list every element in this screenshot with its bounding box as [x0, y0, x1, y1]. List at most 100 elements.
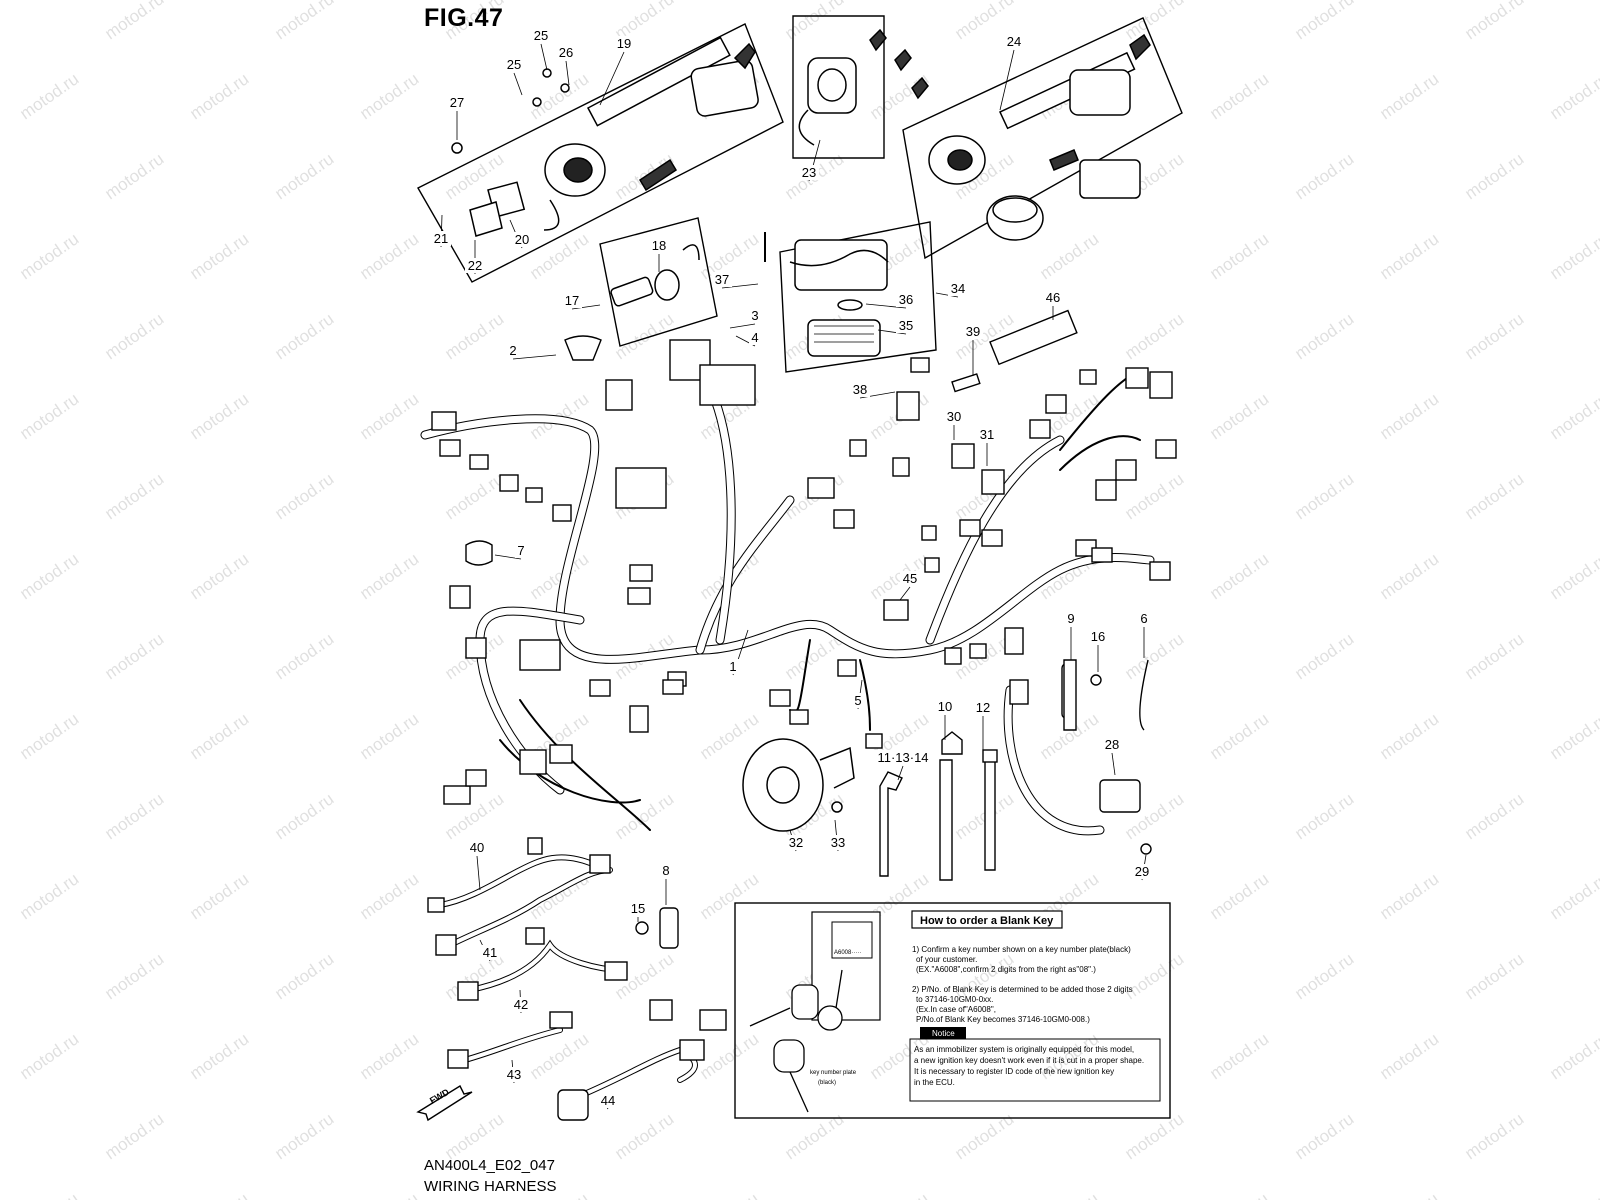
- callout-11·13·14: 11·13·14: [877, 750, 928, 765]
- key-drawing: [749, 969, 843, 1113]
- callout-bg: [562, 293, 582, 308]
- callout-28: 28: [1105, 737, 1119, 752]
- callout-37: 37: [715, 272, 729, 287]
- callout-bg: [749, 308, 761, 323]
- callout-bg: [431, 231, 451, 246]
- callout-bg: [480, 945, 500, 960]
- watermark-text: motod.ru: [1291, 309, 1357, 363]
- callout-bg: [852, 693, 864, 708]
- diagram-code: AN400L4_E02_047: [424, 1157, 555, 1174]
- callout-bg: [447, 95, 467, 110]
- ignition-switch-drawing: [451, 36, 759, 237]
- watermark-text: motod.ru: [16, 1029, 82, 1083]
- watermark-text: motod.ru: [1206, 1189, 1272, 1200]
- callout-22: 22: [468, 258, 482, 273]
- callout-bg: [727, 659, 739, 674]
- watermark-text: motod.ru: [1291, 789, 1357, 843]
- callout-bg: [614, 36, 634, 51]
- callout-bg: [467, 840, 487, 855]
- watermark-text: motod.ru: [1376, 1189, 1442, 1200]
- callout-15: 15: [631, 901, 645, 916]
- watermark-text: motod.ru: [1121, 309, 1187, 363]
- callout-bg: [944, 409, 964, 424]
- watermark-text: motod.ru: [101, 949, 167, 1003]
- callout-36: 36: [899, 292, 913, 307]
- callout-16: 16: [1091, 629, 1105, 644]
- watermark-text: motod.ru: [866, 549, 932, 603]
- callout-bg: [660, 863, 672, 878]
- callout-leader: [565, 60, 570, 86]
- watermark-text: motod.ru: [1546, 549, 1600, 603]
- watermark-text: motod.ru: [696, 869, 762, 923]
- watermark-text: motod.ru: [271, 149, 337, 203]
- watermark-text: motod.ru: [611, 789, 677, 843]
- watermark-text: motod.ru: [526, 69, 592, 123]
- watermark-text: motod.ru: [1461, 629, 1527, 683]
- notice-line: It is necessary to register ID code of t…: [914, 1067, 1114, 1076]
- watermark-text: motod.ru: [696, 1029, 762, 1083]
- watermark-text: motod.ru: [1376, 709, 1442, 763]
- watermark-text: motod.ru: [1461, 149, 1527, 203]
- box-ecu-34: [779, 221, 937, 373]
- callout-bg: [963, 324, 983, 339]
- watermark-text: motod.ru: [271, 1109, 337, 1163]
- watermark-text: motod.ru: [1546, 69, 1600, 123]
- watermark-text: motod.ru: [441, 1109, 507, 1163]
- callout-bg: [948, 281, 968, 296]
- watermark-text: motod.ru: [1036, 229, 1102, 283]
- watermark-text: motod.ru: [1376, 69, 1442, 123]
- callout-4: 4: [751, 330, 758, 345]
- watermark-text: motod.ru: [1546, 389, 1600, 443]
- callout-34: 34: [951, 281, 965, 296]
- sub-harness-connectors: [427, 837, 727, 1121]
- callout-6: 6: [1140, 611, 1147, 626]
- callout-bg: [896, 292, 916, 307]
- callout-25: 25: [534, 28, 548, 43]
- blank-key-step: 2) P/No. of Blank Key is determined to b…: [912, 985, 1133, 994]
- callout-9: 9: [1067, 611, 1074, 626]
- callout-3: 3: [751, 308, 758, 323]
- callout-bg: [896, 318, 916, 333]
- watermark-text: motod.ru: [101, 309, 167, 363]
- watermark-text: motod.ru: [356, 869, 422, 923]
- callout-leader: [865, 303, 907, 309]
- watermark-text: motod.ru: [1206, 389, 1272, 443]
- callout-bg: [977, 427, 997, 442]
- callout-bg: [1043, 290, 1063, 305]
- watermark-text: motod.ru: [16, 69, 82, 123]
- callout-10: 10: [938, 699, 952, 714]
- callout-leader: [599, 51, 625, 106]
- callout-bg: [935, 699, 955, 714]
- watermark-text: motod.ru: [186, 549, 252, 603]
- blank-key-step: P/No.of Blank Key becomes 37146-10GM0-00…: [916, 1015, 1090, 1024]
- watermark-text: motod.ru: [186, 1189, 252, 1200]
- callout-bg: [531, 28, 551, 43]
- callout-bg: [598, 1093, 618, 1108]
- watermark-text: motod.ru: [101, 1109, 167, 1163]
- key-plate-number: A6008·····: [834, 950, 861, 956]
- callout-bg: [511, 997, 531, 1012]
- watermark-text: motod.ru: [101, 629, 167, 683]
- watermark-text: motod.ru: [1546, 869, 1600, 923]
- watermark-text: motod.ru: [1206, 549, 1272, 603]
- callout-leader: [897, 765, 904, 781]
- watermark-text: motod.ru: [1206, 229, 1272, 283]
- callout-31: 31: [980, 427, 994, 442]
- diagram-name: WIRING HARNESS: [424, 1178, 557, 1195]
- watermark-text: motod.ru: [1461, 469, 1527, 523]
- key-plate-caption-2: (black): [818, 1080, 836, 1086]
- watermark-text: motod.ru: [356, 229, 422, 283]
- box-blank-key: [734, 902, 1171, 1119]
- watermark-text: motod.ru: [356, 549, 422, 603]
- watermark-text: motod.ru: [356, 709, 422, 763]
- blank-key-step: 1) Confirm a key number shown on a key n…: [912, 945, 1131, 954]
- watermark-text: motod.ru: [1291, 949, 1357, 1003]
- notice-line: in the ECU.: [914, 1078, 955, 1087]
- callout-1: 1: [729, 659, 736, 674]
- callout-43: 43: [507, 1067, 521, 1082]
- callout-leader: [494, 554, 522, 560]
- callout-bg: [1004, 34, 1024, 49]
- watermark-text: motod.ru: [866, 1189, 932, 1200]
- notice-label: Notice: [932, 1029, 955, 1038]
